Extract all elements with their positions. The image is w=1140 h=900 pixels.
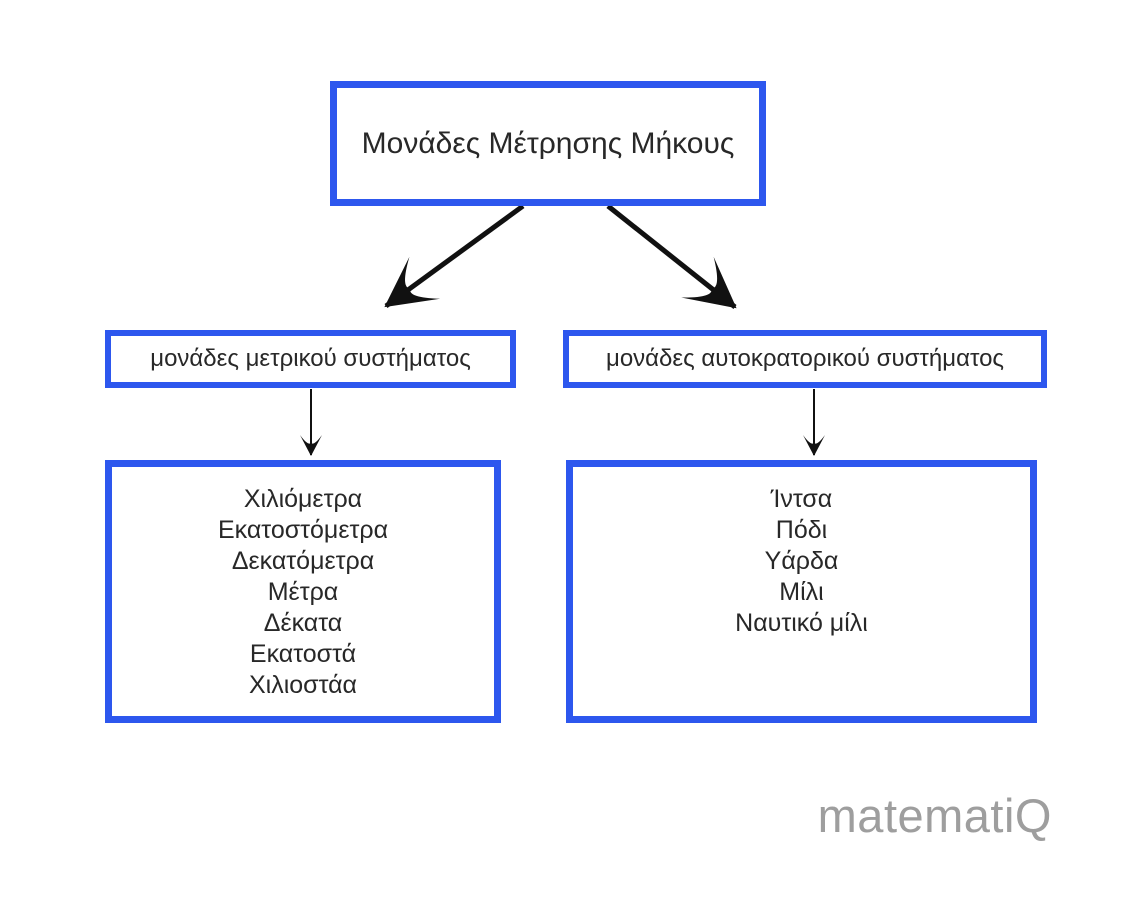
imperial-system-node: μονάδες αυτοκρατορικού συστήματος [563,330,1047,388]
watermark: matematiQ [817,789,1052,842]
list-item: Εκατοστόμετρα [217,516,389,544]
imperial-units-node: Ίντσα Πόδι Υάρδα Μίλι Ναυτικό μίλι [566,460,1037,723]
list-item: Χιλιόμετρα [243,485,363,513]
list-item: Ίντσα [770,485,833,513]
imperial-system-label: μονάδες αυτοκρατορικού συστήματος [605,345,1004,372]
arrow-root-to-imperial [606,204,737,309]
list-item: Δεκατόμετρα [231,547,375,575]
root-node: Μονάδες Μέτρησης Μήκους [330,81,766,206]
metric-system-label: μονάδες μετρικού συστήματος [150,345,471,372]
arrow-root-to-metric [384,203,525,309]
list-item: Εκατοστά [249,640,357,668]
list-item: Μίλι [779,578,824,606]
list-item: Ναυτικό μίλι [735,609,868,637]
list-item: Πόδι [775,516,828,544]
list-item: Μέτρα [267,578,339,606]
list-item: Υάρδα [764,547,839,575]
root-node-label: Μονάδες Μέτρησης Μήκους [361,126,735,160]
metric-units-node: Χιλιόμετρα Εκατοστόμετρα Δεκατόμετρα Μέτ… [105,460,501,723]
list-item: Χιλιοστάα [248,671,358,699]
list-item: Δέκατα [263,609,343,637]
metric-system-node: μονάδες μετρικού συστήματος [105,330,516,388]
